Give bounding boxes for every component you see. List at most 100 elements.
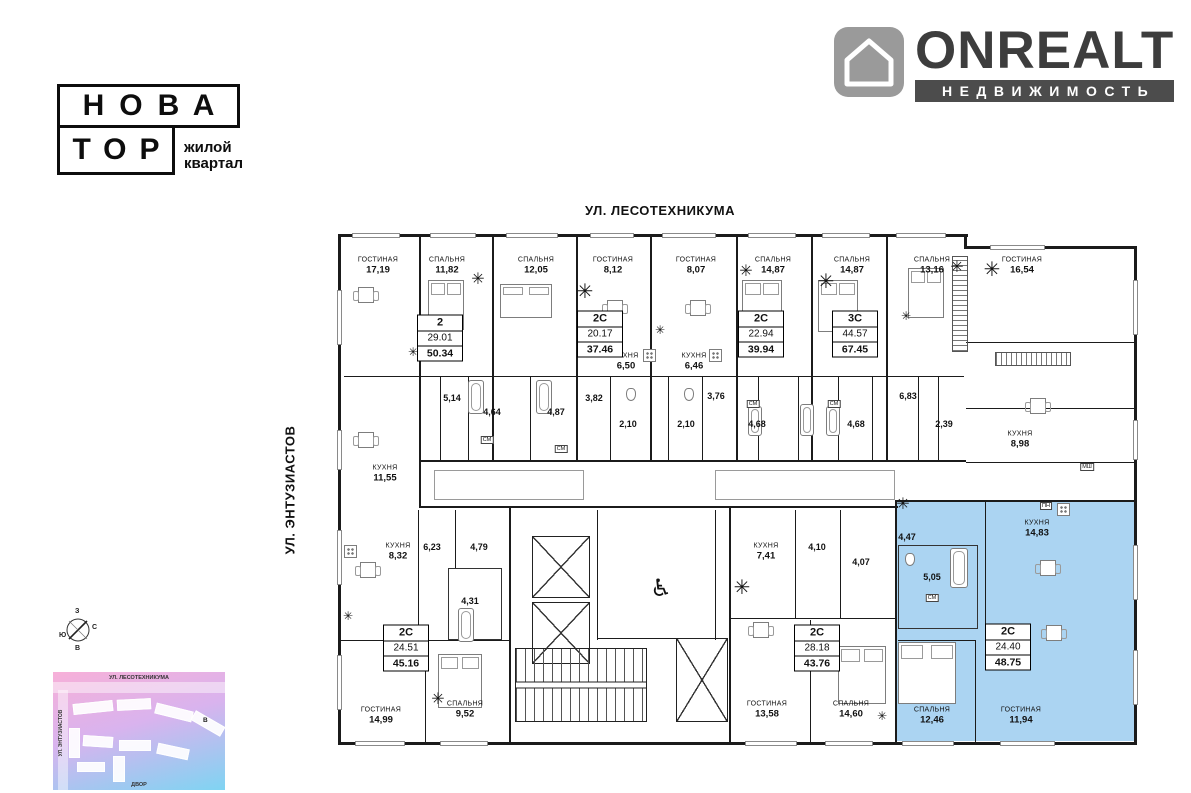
table-icon <box>1041 625 1067 641</box>
table-icon <box>353 287 379 303</box>
window <box>745 741 797 746</box>
wall <box>425 640 426 742</box>
area-label: 4,87 <box>547 407 565 417</box>
window <box>1133 545 1138 600</box>
wardrobe-icon <box>952 256 968 352</box>
wall <box>810 620 811 742</box>
compass-west: З <box>75 608 80 615</box>
window <box>990 245 1045 250</box>
elevator-shaft <box>676 638 728 722</box>
plant-icon: ✳ <box>431 691 445 708</box>
bathroom-outline <box>898 545 978 629</box>
area-label: 4,10 <box>808 542 826 552</box>
fixture-tag: МШ <box>1080 463 1094 471</box>
bathtub-icon <box>468 380 484 414</box>
area-label: 6,23 <box>423 542 441 552</box>
minimap-building <box>119 740 151 751</box>
plant-icon: ✳ <box>900 309 912 323</box>
novator-subtitle-line1: жилой <box>184 138 232 156</box>
area-label: 5,05 <box>923 572 941 582</box>
area-label: 4,68 <box>748 419 766 429</box>
street-label-top: УЛ. ЛЕСОТЕХНИКУМА <box>585 203 735 218</box>
minimap-building-marker: В <box>203 717 208 724</box>
wall <box>419 460 421 508</box>
window <box>748 233 796 238</box>
toilet-icon <box>684 388 694 401</box>
compass-icon: З Ю С В <box>56 608 100 652</box>
area-label: 6,83 <box>899 391 917 401</box>
window <box>352 233 400 238</box>
toilet-icon <box>905 553 915 566</box>
wall <box>872 377 873 460</box>
corridor-cabinet <box>434 470 584 500</box>
bed-icon <box>438 654 482 708</box>
plant-icon: ✳ <box>342 609 354 623</box>
wall <box>419 506 898 508</box>
area-label: 4,07 <box>852 557 870 567</box>
fixture-tag: СМ <box>746 400 760 408</box>
compass-east: В <box>75 645 81 652</box>
window <box>1000 741 1055 746</box>
window <box>430 233 476 238</box>
wall <box>975 640 976 742</box>
bathroom-outline <box>448 568 502 640</box>
table-icon <box>685 300 711 316</box>
area-label: 5,14 <box>443 393 461 403</box>
area-label: 4,68 <box>847 419 865 429</box>
wall <box>840 510 841 618</box>
plant-icon: ✳ <box>896 496 910 513</box>
fixture-tag: СМ <box>925 594 939 602</box>
window <box>1133 280 1138 335</box>
area-label: 4,47 <box>898 532 916 542</box>
stairs <box>515 648 647 722</box>
table-icon <box>353 432 379 448</box>
house-icon <box>833 26 905 103</box>
wall <box>338 742 1137 745</box>
area-label: 4,64 <box>483 407 501 417</box>
table-icon <box>1025 398 1051 414</box>
novator-subtitle: жилой квартал <box>184 138 243 175</box>
wall <box>898 640 976 641</box>
wall <box>964 234 967 249</box>
wall <box>897 500 1135 502</box>
window <box>822 233 870 238</box>
wheelchair-accessible-icon: ♿ <box>650 574 672 602</box>
wall <box>811 237 813 460</box>
table-icon <box>355 562 381 578</box>
plant-icon: ✳ <box>576 281 594 303</box>
area-label: 4,31 <box>461 596 479 606</box>
wall <box>468 377 469 460</box>
wall <box>1134 246 1137 745</box>
wall <box>650 237 652 460</box>
wall <box>338 234 341 745</box>
minimap-building <box>113 756 125 782</box>
novator-row: ТОР жилой квартал <box>57 124 243 175</box>
wall <box>455 510 456 568</box>
area-label: 2,10 <box>677 419 695 429</box>
wall <box>530 377 531 460</box>
fixture-tag: ПН <box>1040 502 1052 510</box>
minimap-road <box>58 690 68 790</box>
bathtub-icon <box>458 608 474 642</box>
stove-icon <box>709 349 722 362</box>
